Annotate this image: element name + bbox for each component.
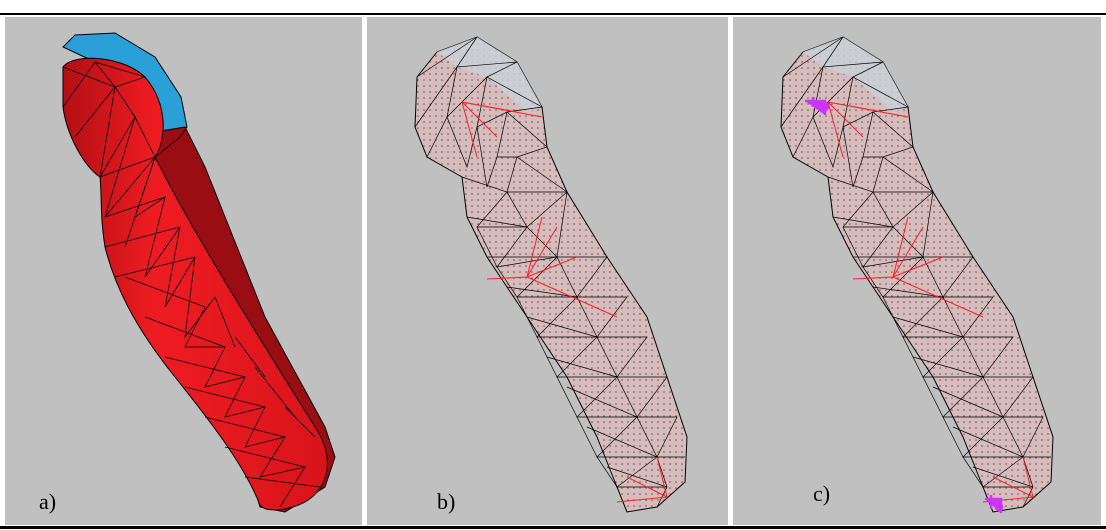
- panel-b-label: b): [437, 489, 455, 514]
- wireframe-with-markers-render: c): [780, 36, 1054, 513]
- panel-b: b): [367, 17, 728, 525]
- solid-mesh-render: a): [39, 32, 336, 514]
- panel-a: a): [5, 17, 362, 525]
- panel-a-label: a): [39, 489, 56, 514]
- wireframe-render: b): [414, 36, 688, 514]
- panel-c: c): [733, 17, 1101, 525]
- top-rule: [0, 13, 1106, 15]
- marker-bottom: [985, 495, 1004, 513]
- panel-c-label: c): [813, 481, 830, 506]
- marker-top: [805, 97, 830, 115]
- bottom-rule: [0, 526, 1106, 529]
